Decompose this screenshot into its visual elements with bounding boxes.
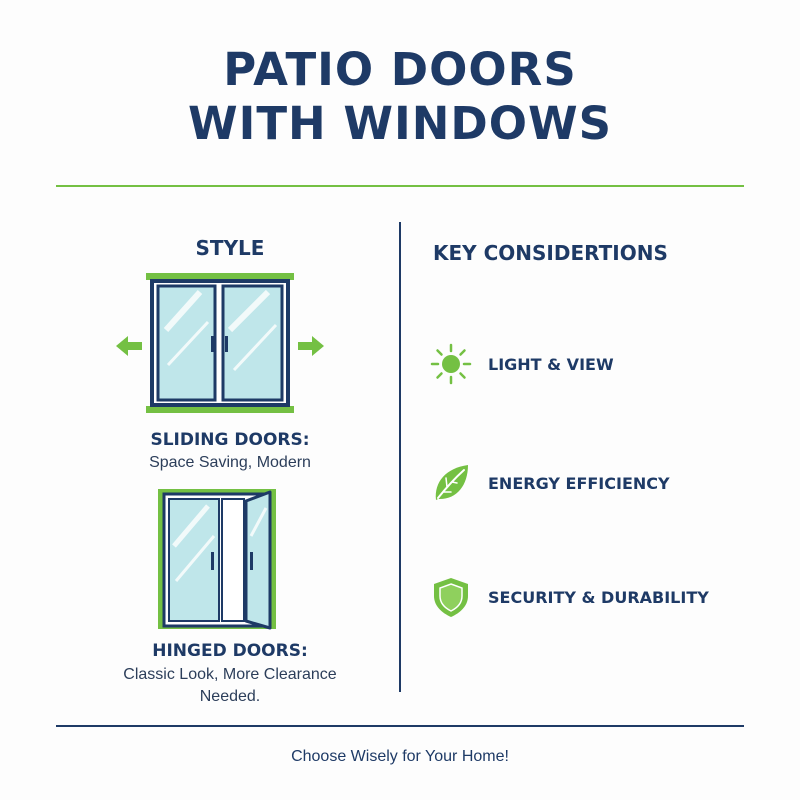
- consideration-light-view: LIGHT & VIEW: [430, 343, 614, 385]
- key-considerations-heading: KEY CONSIDERTIONS: [433, 241, 668, 265]
- sliding-door-icon: [116, 273, 324, 413]
- footer-divider: [56, 725, 744, 727]
- page-title-line-2: WITH WINDOWS: [187, 97, 613, 150]
- consideration-energy-efficiency: ENERGY EFFICIENCY: [430, 462, 670, 504]
- hinged-doors-description-line-1: Classic Look, More Clearance: [123, 666, 337, 683]
- sun-icon: [430, 343, 472, 385]
- hinged-doors-description: Classic Look, More Clearance Needed.: [60, 664, 400, 708]
- footer-text: Choose Wisely for Your Home!: [291, 748, 509, 765]
- page-title-line-1: PATIO DOORS: [223, 43, 577, 96]
- shield-icon: [434, 578, 468, 617]
- consideration-label: LIGHT & VIEW: [488, 354, 614, 374]
- consideration-label: SECURITY & DURABILITY: [488, 587, 709, 607]
- hinged-doors-title: HINGED DOORS:: [152, 641, 308, 661]
- hinged-door-icon: [158, 489, 276, 630]
- title-divider: [56, 185, 744, 187]
- column-divider: [399, 222, 401, 692]
- sliding-doors-description: Space Saving, Modern: [149, 454, 311, 471]
- leaf-icon: [435, 465, 468, 500]
- consideration-label: ENERGY EFFICIENCY: [488, 473, 670, 493]
- consideration-security-durability: SECURITY & DURABILITY: [430, 576, 709, 618]
- sliding-doors-title: SLIDING DOORS:: [150, 430, 310, 450]
- style-heading: STYLE: [195, 236, 265, 260]
- hinged-doors-description-line-2: Needed.: [199, 688, 261, 705]
